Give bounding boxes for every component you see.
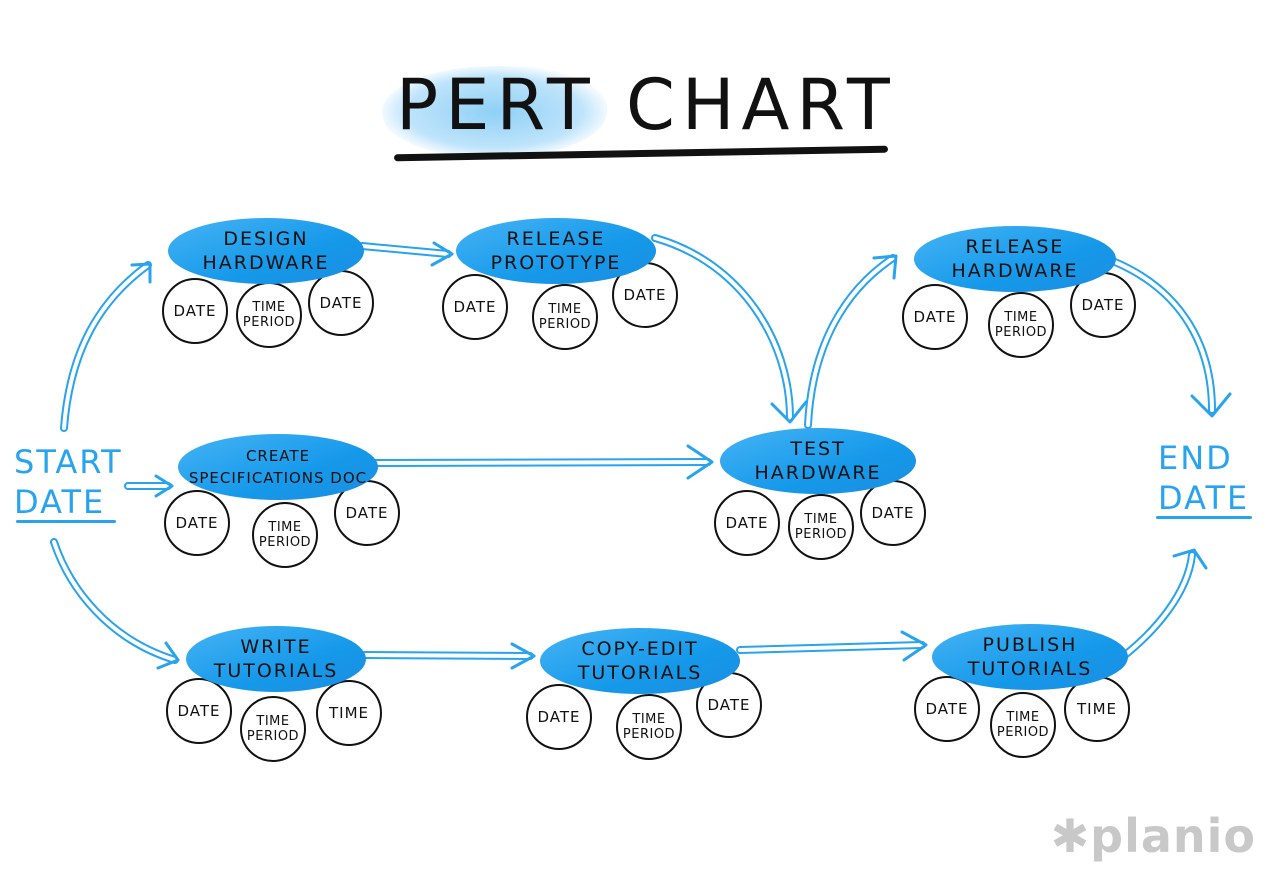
task-label-pill: RELEASE HARDWARE [914,226,1116,292]
arrowhead-release [872,254,898,280]
start-date-circle: DATE [714,490,780,556]
start-date-circle: DATE [914,676,980,742]
page-title: PERT CHART [396,64,897,146]
task-label-pill: RELEASE PROTOTYPE [456,218,656,284]
task-label-pill: CREATE SPECIFICATIONS DOC [178,434,378,500]
task-label-pill: TEST HARDWARE [720,428,916,494]
start-date-circle: DATE [164,490,230,556]
arrowhead-design [130,262,152,284]
arrowhead-test [770,400,808,424]
arrowhead-end-bottom [1172,548,1208,570]
time-period-circle: TIME PERIOD [988,292,1054,358]
arrow-prototype-to-test [651,234,794,422]
time-period-circle: TIME PERIOD [532,284,598,350]
arrowhead-end-top [1190,392,1232,418]
title-block: PERT CHART [378,58,918,168]
end-date-circle: DATE [1070,272,1136,338]
arrowhead-specs-test [686,444,714,480]
end-time-circle: TIME [316,680,382,746]
arrowhead-copyedit [510,642,536,670]
task-label-pill: COPY-EDIT TUTORIALS [540,628,740,694]
start-date-circle: DATE [526,684,592,750]
arrow-inner-strokes [52,236,1214,667]
start-date-circle: DATE [442,274,508,340]
start-date-circle: DATE [162,278,228,344]
time-period-circle: TIME PERIOD [252,502,318,568]
end-date-circle: DATE [860,480,926,546]
time-period-circle: TIME PERIOD [240,696,306,762]
arrow-test-to-release [804,254,897,429]
planio-logo: ✱planio [1050,809,1256,863]
time-period-circle: TIME PERIOD [616,694,682,760]
arrowhead-publish [900,630,928,662]
start-date-label: START DATE [14,443,123,521]
time-period-circle: TIME PERIOD [236,282,302,348]
end-date-underline [1156,516,1252,519]
arrow-start-to-write [50,538,179,664]
start-date-circle: DATE [166,678,232,744]
arrow-heads [130,241,1232,670]
time-period-circle: TIME PERIOD [788,494,854,560]
end-date-label: END DATE [1158,439,1250,517]
arrowhead-prototype [430,241,454,267]
task-label-pill: WRITE TUTORIALS [186,626,366,692]
arrow-start-to-design [60,261,152,432]
time-period-circle: TIME PERIOD [990,692,1056,758]
task-label-pill: DESIGN HARDWARE [168,218,364,284]
task-label-pill: PUBLISH TUTORIALS [932,624,1128,690]
start-date-circle: DATE [902,284,968,350]
arrowhead-write [156,641,180,670]
arrowhead-specs [154,474,174,498]
start-date-underline [16,520,116,523]
end-date-circle: DATE [308,270,374,336]
title-highlight [382,66,607,158]
